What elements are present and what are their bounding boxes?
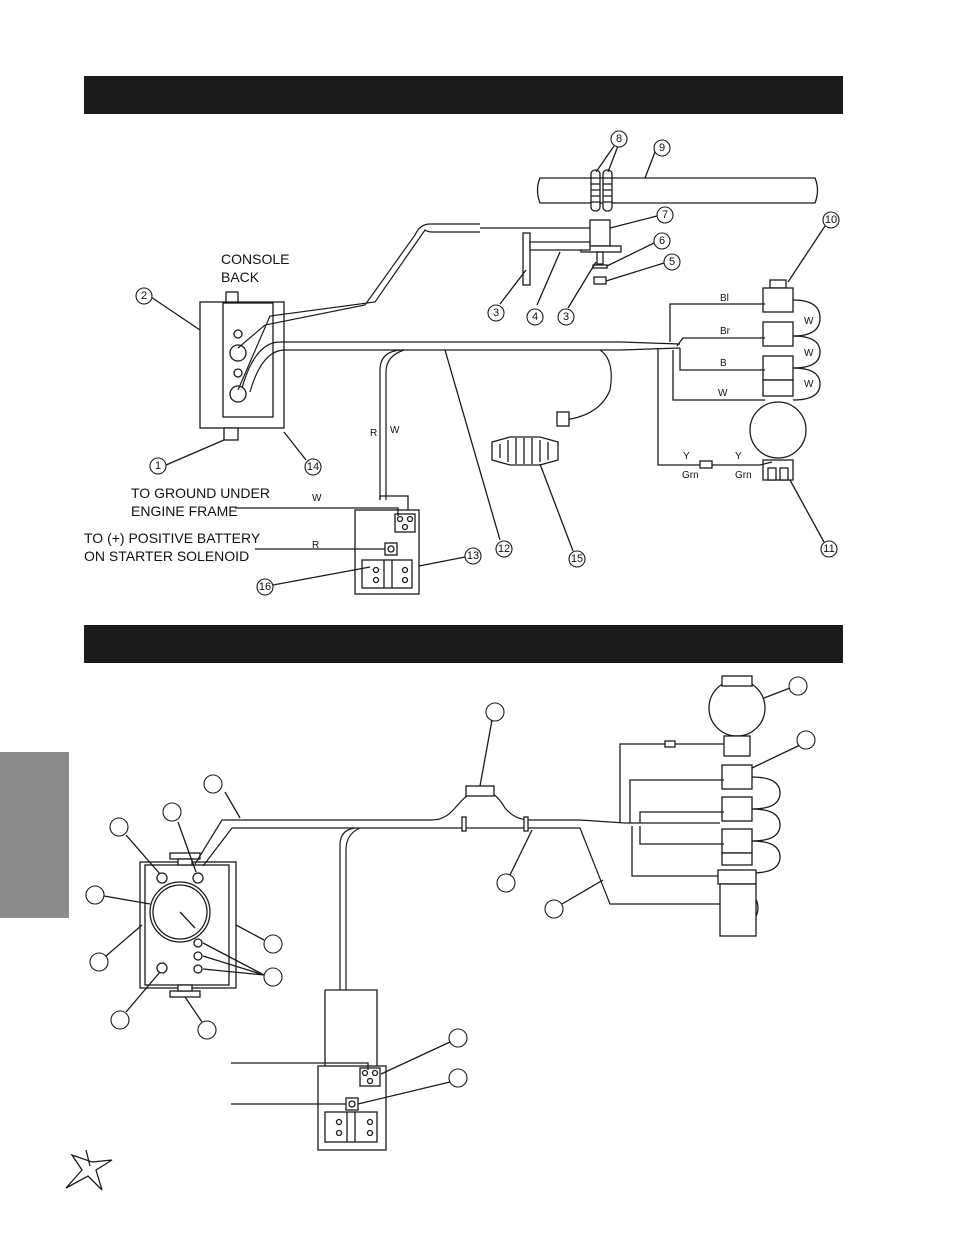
switch-stack (749, 279, 821, 481)
callout-15: 15 (539, 463, 586, 568)
wire-label-y1: Y (683, 451, 690, 462)
chapter-side-tab (0, 752, 69, 918)
console-back-panel (199, 291, 285, 441)
svg-text:16: 16 (259, 581, 271, 593)
callout-8: 8 (595, 130, 628, 173)
switch-stack-bottom (708, 675, 781, 937)
callout-bottom-1 (203, 774, 241, 819)
svg-text:11: 11 (823, 543, 834, 555)
callout-bottom-12 (544, 879, 604, 919)
svg-text:5: 5 (669, 256, 675, 268)
brand-logo-icon (65, 1149, 113, 1191)
wire-label-bl: Bl (720, 293, 729, 304)
callout-6: 6 (606, 232, 671, 267)
callout-bottom-5 (89, 924, 143, 972)
bottom-wiring-diagram (85, 675, 816, 1151)
callout-7: 7 (609, 206, 674, 229)
callout-bottom-10 (479, 702, 505, 787)
callout-bottom-9 (202, 942, 283, 987)
svg-text:1: 1 (155, 460, 161, 472)
callout-4: 4 (526, 251, 561, 326)
battery-label-line1: TO (+) POSITIVE BATTERY (84, 530, 261, 546)
wire-label-loop-w3: W (804, 379, 814, 390)
callout-16: 16 (256, 566, 371, 596)
svg-text:8: 8 (616, 133, 622, 145)
callout-bottom-8 (235, 924, 283, 954)
tube-part (536, 177, 819, 204)
callout-3a: 3 (487, 269, 527, 322)
callout-bottom-15 (380, 1028, 468, 1075)
wire-label-grn1: Grn (682, 470, 699, 481)
svg-text:4: 4 (532, 311, 538, 323)
ground-label-line2: ENGINE FRAME (131, 503, 238, 519)
wire-label-w: W (718, 388, 728, 399)
wire-label-w-harness: W (390, 425, 400, 436)
console-with-gauge (139, 852, 237, 998)
section-header-bar-bottom (84, 625, 843, 663)
callout-11: 11 (789, 479, 838, 558)
wire-label-w-ground: W (312, 493, 322, 504)
svg-text:12: 12 (498, 543, 510, 555)
callout-9: 9 (644, 139, 671, 179)
svg-text:6: 6 (659, 235, 665, 247)
switch-assembly (480, 219, 622, 286)
wire-label-b: B (720, 358, 727, 369)
callout-bottom-7 (184, 996, 217, 1040)
harness-connector (491, 411, 570, 466)
svg-text:15: 15 (571, 553, 583, 565)
svg-text:2: 2 (141, 290, 147, 302)
callout-1: 1 (149, 439, 225, 475)
callout-13: 13 (418, 547, 482, 567)
section-header-bar-top (84, 76, 843, 114)
ground-label-line1: TO GROUND UNDER (131, 485, 270, 501)
console-back-label-line1: CONSOLE (221, 251, 289, 267)
callout-3b: 3 (557, 261, 597, 326)
top-wiring-diagram: 1 2 3 4 3 5 6 7 8 9 10 11 12 13 14 15 16… (84, 130, 840, 596)
callout-bottom-14 (751, 730, 816, 769)
callout-bottom-3 (109, 817, 161, 875)
relay-box (354, 495, 420, 595)
svg-text:3: 3 (493, 307, 499, 319)
wire-label-r-harness: R (370, 428, 377, 439)
wire-label-br: Br (720, 326, 731, 337)
svg-text:13: 13 (467, 550, 479, 562)
wire-label-r-battery: R (312, 540, 319, 551)
wire-label-y2: Y (735, 451, 742, 462)
battery-label-line2: ON STARTER SOLENOID (84, 548, 249, 564)
callout-5: 5 (605, 253, 681, 282)
wire-label-loop-w2: W (804, 348, 814, 359)
callout-bottom-13 (763, 676, 808, 699)
callout-bottom-16 (357, 1068, 468, 1105)
svg-text:9: 9 (659, 142, 665, 154)
callout-10: 10 (787, 211, 840, 283)
svg-text:10: 10 (825, 214, 837, 226)
callout-bottom-4 (85, 885, 151, 905)
svg-text:3: 3 (563, 311, 569, 323)
relay-box-bottom (317, 989, 387, 1151)
wire-label-grn2: Grn (735, 470, 752, 481)
callout-14: 14 (283, 431, 322, 476)
callout-2: 2 (135, 287, 201, 331)
console-back-label-line2: BACK (221, 269, 260, 285)
callout-bottom-6 (110, 971, 161, 1030)
wire-label-loop-w1: W (804, 316, 814, 327)
callout-12: 12 (444, 349, 513, 558)
svg-text:14: 14 (307, 461, 319, 473)
callout-bottom-2 (162, 802, 197, 873)
spring-clips (590, 169, 613, 212)
callout-bottom-11 (496, 829, 533, 893)
svg-text:7: 7 (662, 209, 668, 221)
